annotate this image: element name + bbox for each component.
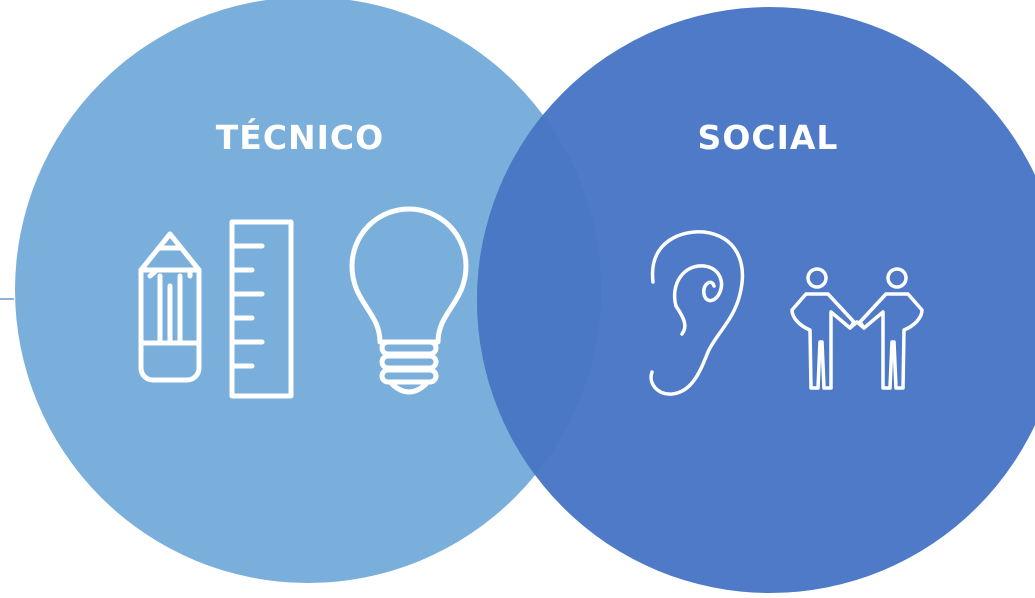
ear-icon [649, 230, 745, 396]
lightbulb-icon [349, 206, 469, 395]
label-tecnico: TÉCNICO [215, 118, 385, 157]
pencil-icon [138, 231, 202, 383]
people-handshake-icon [790, 267, 924, 390]
circle-social [477, 7, 1035, 593]
circle-tecnico [15, 0, 601, 583]
ruler-icon [229, 219, 294, 399]
label-social: SOCIAL [697, 118, 839, 157]
